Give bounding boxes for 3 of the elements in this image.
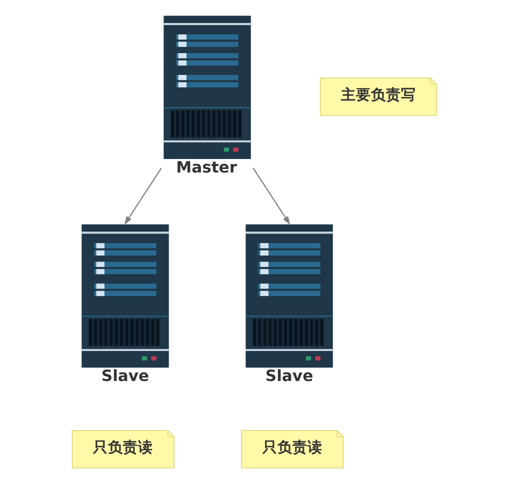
- node-label: Slave: [264, 366, 313, 385]
- node-label: Master: [176, 158, 237, 176]
- node-label: Slave: [100, 366, 149, 385]
